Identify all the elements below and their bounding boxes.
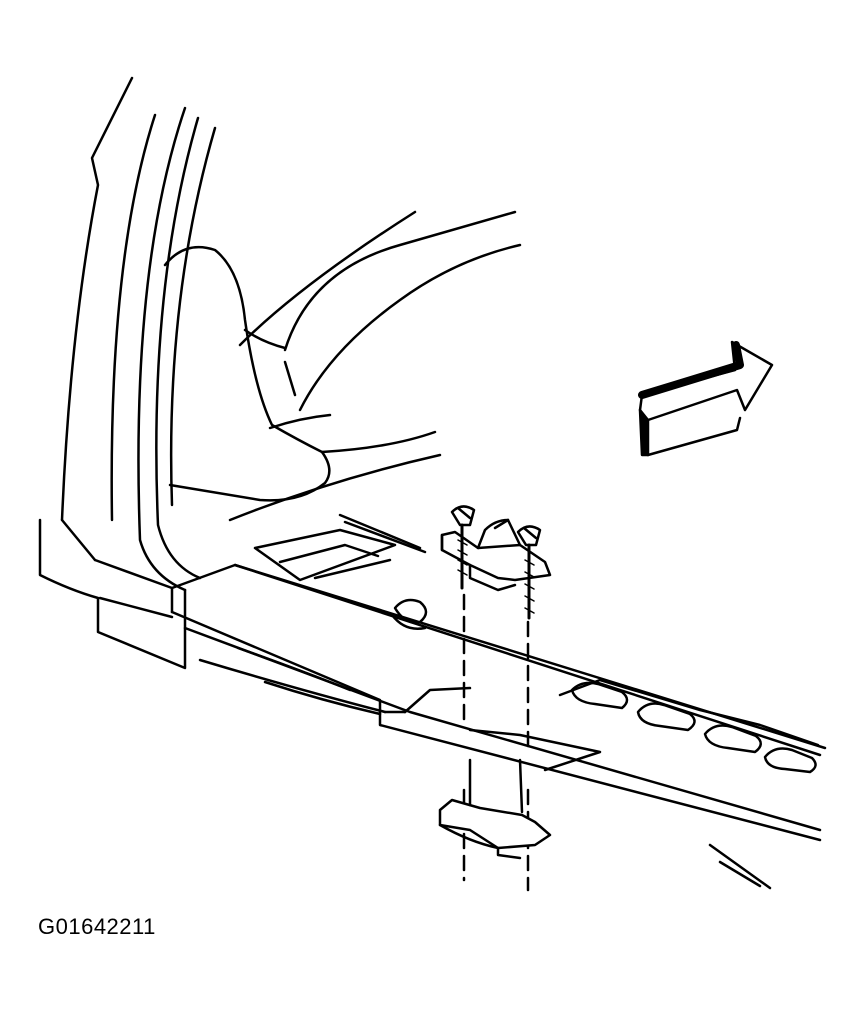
rocker-sill (170, 563, 827, 890)
lower-body-panel (38, 518, 187, 670)
interior-contours (228, 210, 522, 522)
floor-slots (570, 681, 817, 774)
screw-right (516, 525, 542, 620)
lower-bracket (438, 758, 552, 860)
screw-left (450, 505, 476, 590)
forward-arrow-icon (638, 340, 774, 457)
floor-pan (253, 513, 820, 772)
door-pillar (60, 76, 217, 592)
seat (163, 245, 332, 502)
figure-id-label: G01642211 (38, 914, 156, 939)
